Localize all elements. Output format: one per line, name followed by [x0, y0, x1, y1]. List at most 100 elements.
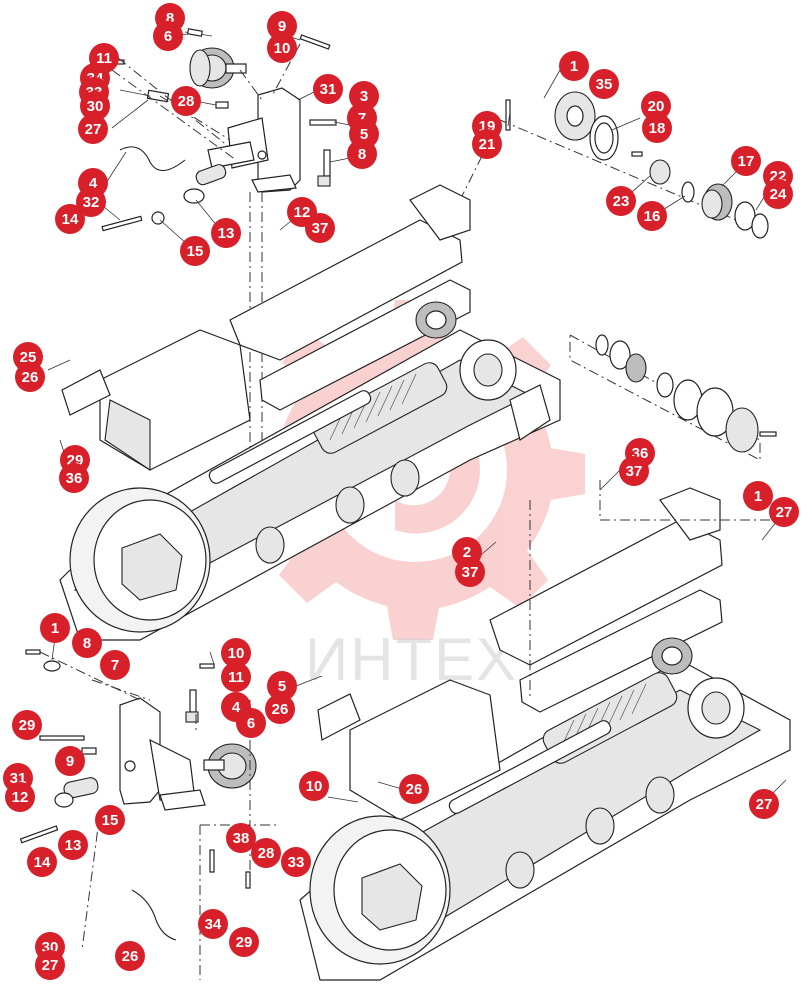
callout-number: 12: [294, 204, 311, 221]
callout-number: 33: [288, 854, 305, 871]
callout-number: 5: [278, 678, 286, 695]
callout-number: 28: [178, 93, 195, 110]
callout-number: 12: [12, 789, 29, 806]
callout-26: 26: [15, 362, 45, 392]
callout-number: 24: [770, 186, 787, 203]
callout-number: 20: [648, 98, 665, 115]
tension-spring-upper: [312, 362, 448, 454]
callout-number: 3: [360, 88, 368, 105]
idler-wheel-top: [189, 47, 247, 89]
callout-number: 11: [96, 50, 112, 67]
upper-track-frame: [59, 184, 561, 641]
callout-number: 8: [166, 10, 174, 27]
callout-32: 32: [76, 187, 106, 217]
callout-14: 14: [27, 847, 57, 877]
callout-15: 15: [180, 236, 210, 266]
callout-number: 9: [66, 753, 74, 770]
callout-number: 37: [626, 463, 643, 480]
callout-number: 32: [83, 194, 100, 211]
callout-number: 4: [89, 175, 98, 192]
callout-15: 15: [95, 805, 125, 835]
callout-number: 4: [232, 699, 241, 716]
callout-27: 27: [769, 497, 799, 527]
callout-23: 23: [606, 186, 636, 216]
callout-number: 2: [463, 544, 471, 561]
callout-number: 29: [19, 717, 36, 734]
callout-27: 27: [35, 950, 65, 980]
callout-number: 35: [596, 76, 613, 93]
callout-number: 1: [754, 488, 762, 505]
callout-1: 1: [559, 51, 589, 81]
callout-number: 16: [644, 208, 661, 225]
callout-11: 11: [221, 662, 251, 692]
callout-number: 6: [247, 715, 255, 732]
callout-34: 34: [198, 909, 228, 939]
callout-number: 30: [87, 98, 104, 115]
callout-number: 17: [738, 153, 755, 170]
callout-number: 27: [776, 504, 793, 521]
callout-10: 10: [299, 771, 329, 801]
callout-28: 28: [171, 86, 201, 116]
callout-number: 8: [83, 635, 91, 652]
callout-27: 27: [78, 114, 108, 144]
callout-29: 29: [12, 710, 42, 740]
callout-38: 38: [226, 823, 256, 853]
callout-number: 37: [462, 564, 479, 581]
callout-10: 10: [267, 33, 297, 63]
callout-31: 31: [313, 74, 343, 104]
callout-number: 14: [34, 854, 51, 871]
callout-number: 9: [278, 18, 286, 35]
front-idler-wheel-lower: [309, 815, 451, 965]
callout-1: 1: [40, 613, 70, 643]
callout-27: 27: [749, 789, 779, 819]
callout-35: 35: [589, 69, 619, 99]
callout-number: 11: [228, 669, 244, 686]
callout-number: 34: [205, 916, 222, 933]
drive-hub-upper: [415, 301, 517, 401]
callout-9: 9: [55, 746, 85, 776]
callout-13: 13: [58, 830, 88, 860]
callout-number: 38: [233, 830, 250, 847]
callout-number: 13: [65, 837, 82, 854]
callout-number: 26: [406, 781, 423, 798]
callout-6: 6: [236, 708, 266, 738]
callout-number: 13: [218, 225, 235, 242]
front-idler-wheel-upper: [69, 487, 211, 633]
callout-28: 28: [251, 838, 281, 868]
callout-number: 26: [122, 948, 139, 965]
callout-26: 26: [265, 694, 295, 724]
callout-number: 1: [51, 620, 59, 637]
callout-26: 26: [115, 941, 145, 971]
callout-number: 8: [358, 146, 366, 163]
callout-30: 30: [80, 91, 110, 121]
callout-number: 7: [111, 657, 119, 674]
callout-number: 26: [22, 369, 39, 386]
top-right-drive-parts: [439, 91, 769, 241]
callout-3: 3: [349, 81, 379, 111]
callout-24: 24: [763, 179, 793, 209]
callout-number: 27: [85, 121, 102, 138]
callout-number: 21: [479, 136, 496, 153]
callout-1: 1: [743, 481, 773, 511]
callout-16: 16: [637, 201, 667, 231]
callout-7: 7: [100, 650, 130, 680]
callout-number: 28: [258, 845, 275, 862]
callout-36: 36: [59, 463, 89, 493]
callout-20: 20: [641, 91, 671, 121]
callout-number: 6: [164, 28, 172, 45]
callout-number: 1: [570, 58, 578, 75]
lower-track-frame: [299, 480, 791, 981]
callout-number: 25: [20, 349, 37, 366]
callout-number: 31: [320, 81, 337, 98]
callout-number: 15: [102, 812, 119, 829]
callout-number: 37: [312, 220, 329, 237]
callout-37: 37: [305, 213, 335, 243]
callout-number: 10: [306, 778, 323, 795]
callout-5: 5: [267, 671, 297, 701]
callout-number: 10: [274, 40, 291, 57]
callout-12: 12: [5, 782, 35, 812]
callout-6: 6: [153, 21, 183, 51]
callout-number: 36: [66, 470, 83, 487]
drive-hub-lower: [651, 637, 745, 739]
callout-33: 33: [281, 847, 311, 877]
